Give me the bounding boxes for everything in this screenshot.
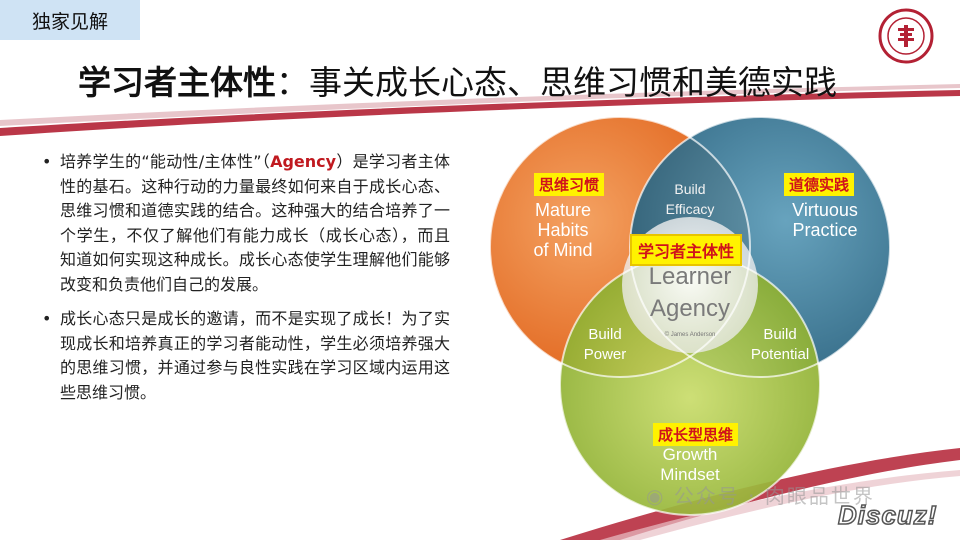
bullet-1-text-a: 培养学生的“能动性/主体性”（ (60, 152, 271, 171)
venn-credit: © James Anderson (664, 332, 716, 338)
venn-power-line1: Build (588, 326, 622, 343)
university-seal-icon (878, 8, 934, 64)
venn-power-line2: Power (583, 346, 627, 363)
venn-efficacy-text: Build Efficacy (650, 179, 730, 219)
venn-agency-line1: Learner (648, 263, 732, 290)
venn-habits-line1: Mature (534, 200, 592, 220)
venn-diagram: 思维习惯 Mature Habits of Mind 道德实践 Virtuous… (470, 105, 910, 535)
venn-practice-line1: Virtuous (792, 200, 858, 220)
bullet-dot: • (42, 309, 52, 328)
venn-efficacy-line2: Efficacy (665, 201, 715, 217)
venn-habits-line3: of Mind (533, 240, 593, 260)
wechat-watermark: ◉ 公众号 · 肉眼品世界 (646, 480, 875, 509)
category-tag: 独家见解 (0, 0, 140, 40)
venn-potential-line2: Potential (750, 346, 810, 363)
bullet-1-text-b: ）是学习者主体性的基石。这种行动的力量最终如何来自于成长心态、思维习惯和道德实践… (60, 152, 450, 294)
bullet-item-2: • 成长心态只是成长的邀请，而不是实现了成长！为了实现成长和培养真正的学习者能动… (40, 307, 450, 405)
venn-habits-text: Mature Habits of Mind (508, 200, 618, 260)
venn-mindset-line2: Mindset (660, 465, 720, 484)
venn-practice-line2: Practice (792, 220, 858, 240)
venn-practice-text: Virtuous Practice (770, 200, 880, 240)
bullet-dot: • (42, 152, 52, 171)
discuz-watermark: Discuz! (837, 499, 938, 531)
venn-power-text: Build Power (570, 325, 640, 365)
venn-efficacy-line1: Build (674, 181, 706, 197)
venn-agency-line2: Agency (649, 295, 731, 322)
label-mindset-cn: 成长型思维 (653, 423, 739, 446)
page-title-main: 学习者主体性 (78, 63, 276, 102)
category-tag-label: 独家见解 (31, 10, 108, 33)
label-agency-cn: 学习者主体性 (630, 234, 743, 266)
bullet-item-1: • 培养学生的“能动性/主体性”（Agency）是学习者主体性的基石。这种行动的… (40, 150, 450, 297)
venn-potential-line1: Build (763, 326, 797, 343)
page-title-sub: ：事关成长心态、思维习惯和美德实践 (276, 63, 837, 102)
bullet-list: • 培养学生的“能动性/主体性”（Agency）是学习者主体性的基石。这种行动的… (40, 150, 450, 415)
venn-potential-text: Build Potential (740, 325, 820, 365)
label-habits-cn: 思维习惯 (534, 173, 605, 196)
bullet-1-agency: Agency (270, 152, 337, 171)
wechat-icon: ◉ (646, 484, 666, 508)
page-title: 学习者主体性：事关成长心态、思维习惯和美德实践 (78, 56, 918, 102)
watermark-text: 公众号 · 肉眼品世界 (673, 484, 875, 508)
venn-mindset-line1: Growth (662, 445, 718, 464)
top-swoosh-decoration (0, 84, 960, 136)
venn-circle-mindset (560, 255, 820, 515)
venn-agency-text: Learner Agency (640, 261, 740, 325)
venn-habits-line2: Habits (537, 220, 589, 240)
bullet-2-text: 成长心态只是成长的邀请，而不是实现了成长！为了实现成长和培养真正的学习者能动性，… (60, 309, 450, 402)
label-practice-cn: 道德实践 (784, 173, 855, 196)
venn-mindset-text: Growth Mindset (645, 445, 735, 485)
